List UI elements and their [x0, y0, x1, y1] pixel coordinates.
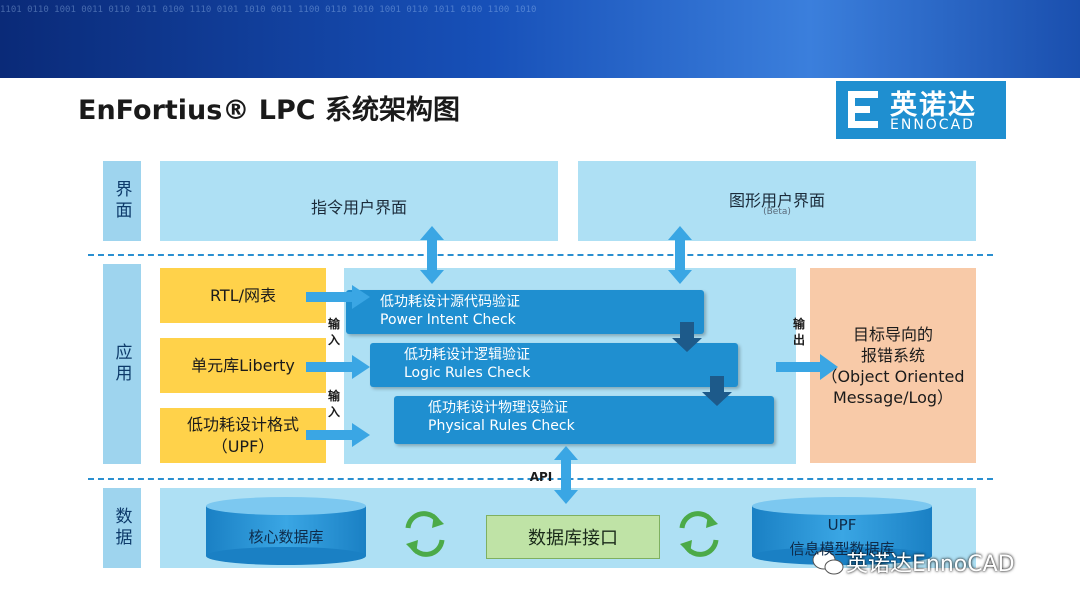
check-physical-rules-en: Physical Rules Check	[428, 418, 575, 434]
logo-chinese-text: 英诺达	[890, 90, 977, 121]
upf-database-icon	[752, 497, 932, 565]
upf-database-label-line1: UPF	[827, 516, 857, 534]
gui-label: 图形用户界面	[728, 191, 825, 210]
sync-icon-left-head2	[406, 540, 418, 554]
sync-icon-right-head1	[706, 514, 718, 528]
input-upf-line2: （UPF）	[211, 436, 275, 456]
page-title: EnFortius® LPC 系统架构图	[78, 95, 460, 126]
header-banner: 1101 0110 1001 0011 0110 1011 0100 1110 …	[0, 0, 1080, 78]
layer-label-data: 数据	[103, 488, 141, 568]
wechat-watermark-icon	[812, 550, 844, 575]
cli-label: 指令用户界面	[310, 198, 407, 217]
layer-label-application: 应用	[103, 264, 141, 464]
output-line2: 报错系统	[860, 345, 925, 365]
gui-beta-tag: (Beta)	[763, 207, 791, 217]
sync-icon-right-head2	[680, 540, 692, 554]
api-label: API	[529, 470, 553, 484]
input-arrow-liberty-icon	[306, 355, 370, 379]
input-upf-line1: 低功耗设计格式	[186, 414, 299, 434]
output-message-system: 目标导向的 报错系统 （Object Oriented Message/Log）	[810, 268, 976, 463]
output-line3: （Object Oriented	[821, 366, 965, 386]
double-arrow-api-icon	[554, 446, 578, 504]
logo-english-text: ENNOCAD	[890, 117, 975, 133]
check-power-intent-cn: 低功耗设计源代码验证	[380, 294, 520, 310]
core-database-icon	[206, 497, 366, 565]
input-arrow-upf-icon	[306, 423, 370, 447]
sync-icon-left-head1	[432, 514, 444, 528]
check-physical-rules-cn: 低功耗设计物理设验证	[428, 400, 568, 416]
database-interface-box: 数据库接口	[486, 515, 660, 559]
input-upf: 低功耗设计格式 （UPF）	[160, 408, 326, 463]
layer-label-ui: 界面	[103, 161, 141, 241]
check-physical-rules: 低功耗设计物理设验证 Physical Rules Check	[394, 396, 774, 444]
upf-database-label-line2: 信息模型数据库	[789, 540, 895, 558]
output-line1: 目标导向的	[852, 324, 933, 344]
ennocad-logo-icon	[848, 91, 878, 128]
check-logic-rules: 低功耗设计逻辑验证 Logic Rules Check	[370, 343, 738, 387]
cli-panel: 指令用户界面	[160, 161, 558, 241]
check-logic-rules-en: Logic Rules Check	[404, 365, 531, 381]
input-liberty: 单元库Liberty	[160, 338, 326, 393]
banner-binary-pattern: 1101 0110 1001 0011 0110 1011 0100 1110 …	[0, 5, 537, 15]
output-label: 输出	[792, 317, 805, 347]
input-arrow-rtl-icon	[306, 285, 370, 309]
output-line4: Message/Log）	[832, 387, 954, 407]
check-logic-rules-cn: 低功耗设计逻辑验证	[404, 347, 530, 363]
core-database-label: 核心数据库	[248, 528, 324, 546]
layer-divider-bottom	[88, 478, 993, 480]
double-arrow-cli-icon	[420, 226, 444, 284]
check-power-intent-en: Power Intent Check	[380, 312, 516, 328]
output-arrow-icon	[776, 354, 838, 380]
watermark-text: 英诺达EnnoCAD	[846, 552, 1015, 577]
input-label-2: 输入	[327, 389, 340, 419]
check-power-intent: 低功耗设计源代码验证 Power Intent Check	[346, 290, 704, 334]
ennocad-logo: 英诺达 ENNOCAD	[836, 81, 1006, 139]
step-arrow-2-icon	[702, 376, 732, 406]
layer-divider-top	[88, 254, 993, 256]
input-rtl-netlist: RTL/网表	[160, 268, 326, 323]
input-label-1: 输入	[327, 317, 340, 347]
step-arrow-1-icon	[672, 322, 702, 352]
gui-panel: 图形用户界面 (Beta)	[578, 161, 976, 241]
double-arrow-gui-icon	[668, 226, 692, 284]
